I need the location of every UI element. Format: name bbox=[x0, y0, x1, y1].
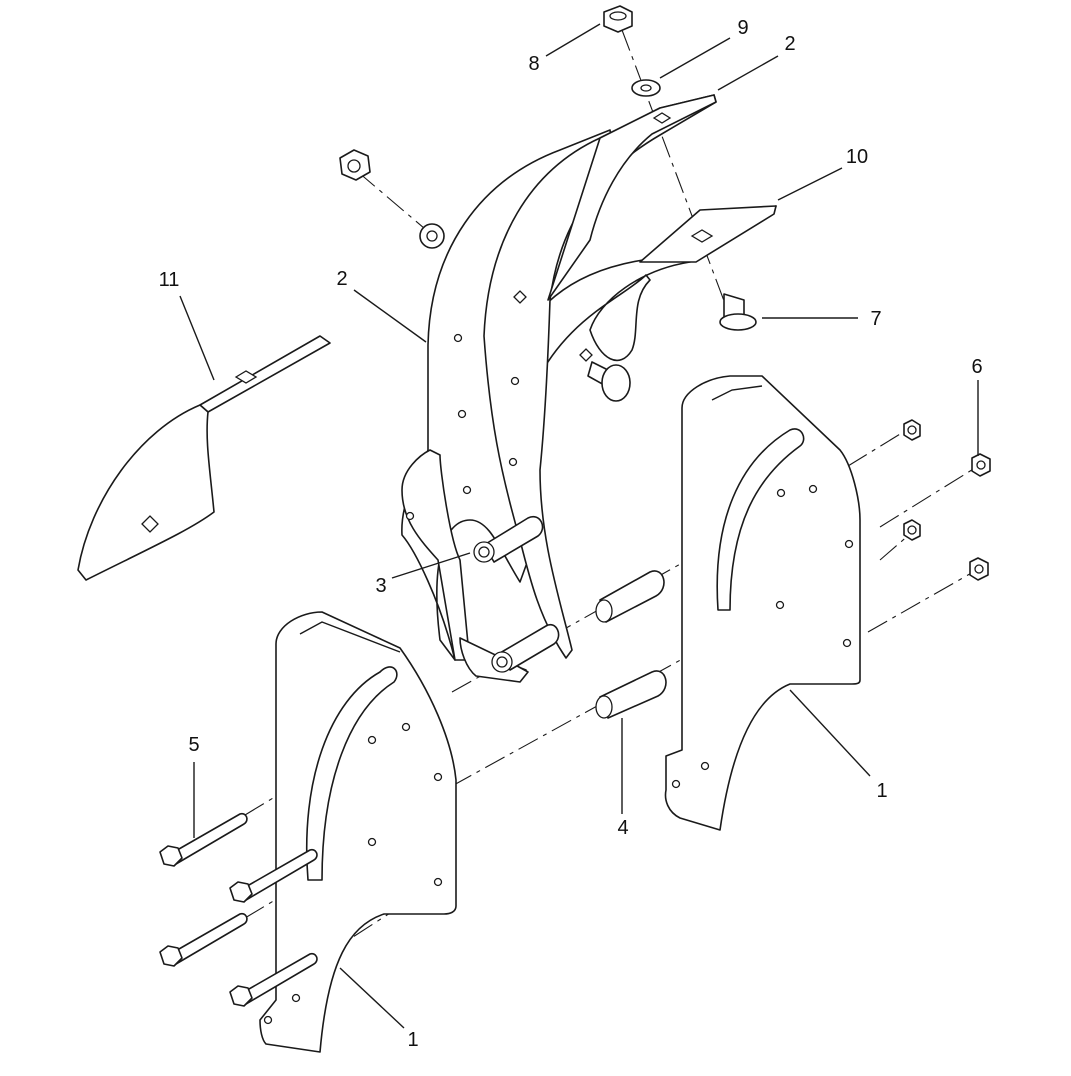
part-5-bolts bbox=[159, 812, 318, 1007]
callout-5: 5 bbox=[188, 734, 199, 756]
callout-2-top: 2 bbox=[784, 33, 795, 55]
part-8-nut-top bbox=[603, 5, 633, 33]
callout-8: 8 bbox=[528, 53, 539, 75]
part-10-bracket bbox=[527, 205, 777, 401]
part-6-nuts bbox=[903, 419, 991, 581]
callout-1-left: 1 bbox=[407, 1029, 418, 1051]
callout-4: 4 bbox=[617, 817, 628, 839]
callout-2-left: 2 bbox=[336, 268, 347, 290]
callout-7: 7 bbox=[870, 308, 881, 330]
callout-9: 9 bbox=[737, 17, 748, 39]
part-1-right-plate bbox=[664, 375, 861, 831]
callout-1-right: 1 bbox=[876, 780, 887, 802]
nut-left bbox=[339, 149, 371, 181]
part-9-washer-top bbox=[631, 79, 661, 97]
part-7-carriage-bolts bbox=[587, 293, 757, 402]
part-4-spacers bbox=[595, 570, 667, 719]
part-1-left-plate bbox=[259, 611, 457, 1053]
part-11-bracket bbox=[77, 335, 331, 581]
callout-10: 10 bbox=[846, 146, 868, 168]
callout-3: 3 bbox=[375, 575, 386, 597]
part-3-pins bbox=[473, 515, 560, 673]
washer-left bbox=[419, 223, 445, 249]
callout-6: 6 bbox=[971, 356, 982, 378]
part-2-front-arm bbox=[459, 94, 717, 683]
callout-labels: 8 9 2 10 11 2 7 6 3 5 4 1 1 bbox=[159, 17, 983, 1051]
callout-11: 11 bbox=[159, 269, 180, 291]
leader-lines bbox=[179, 23, 979, 1029]
